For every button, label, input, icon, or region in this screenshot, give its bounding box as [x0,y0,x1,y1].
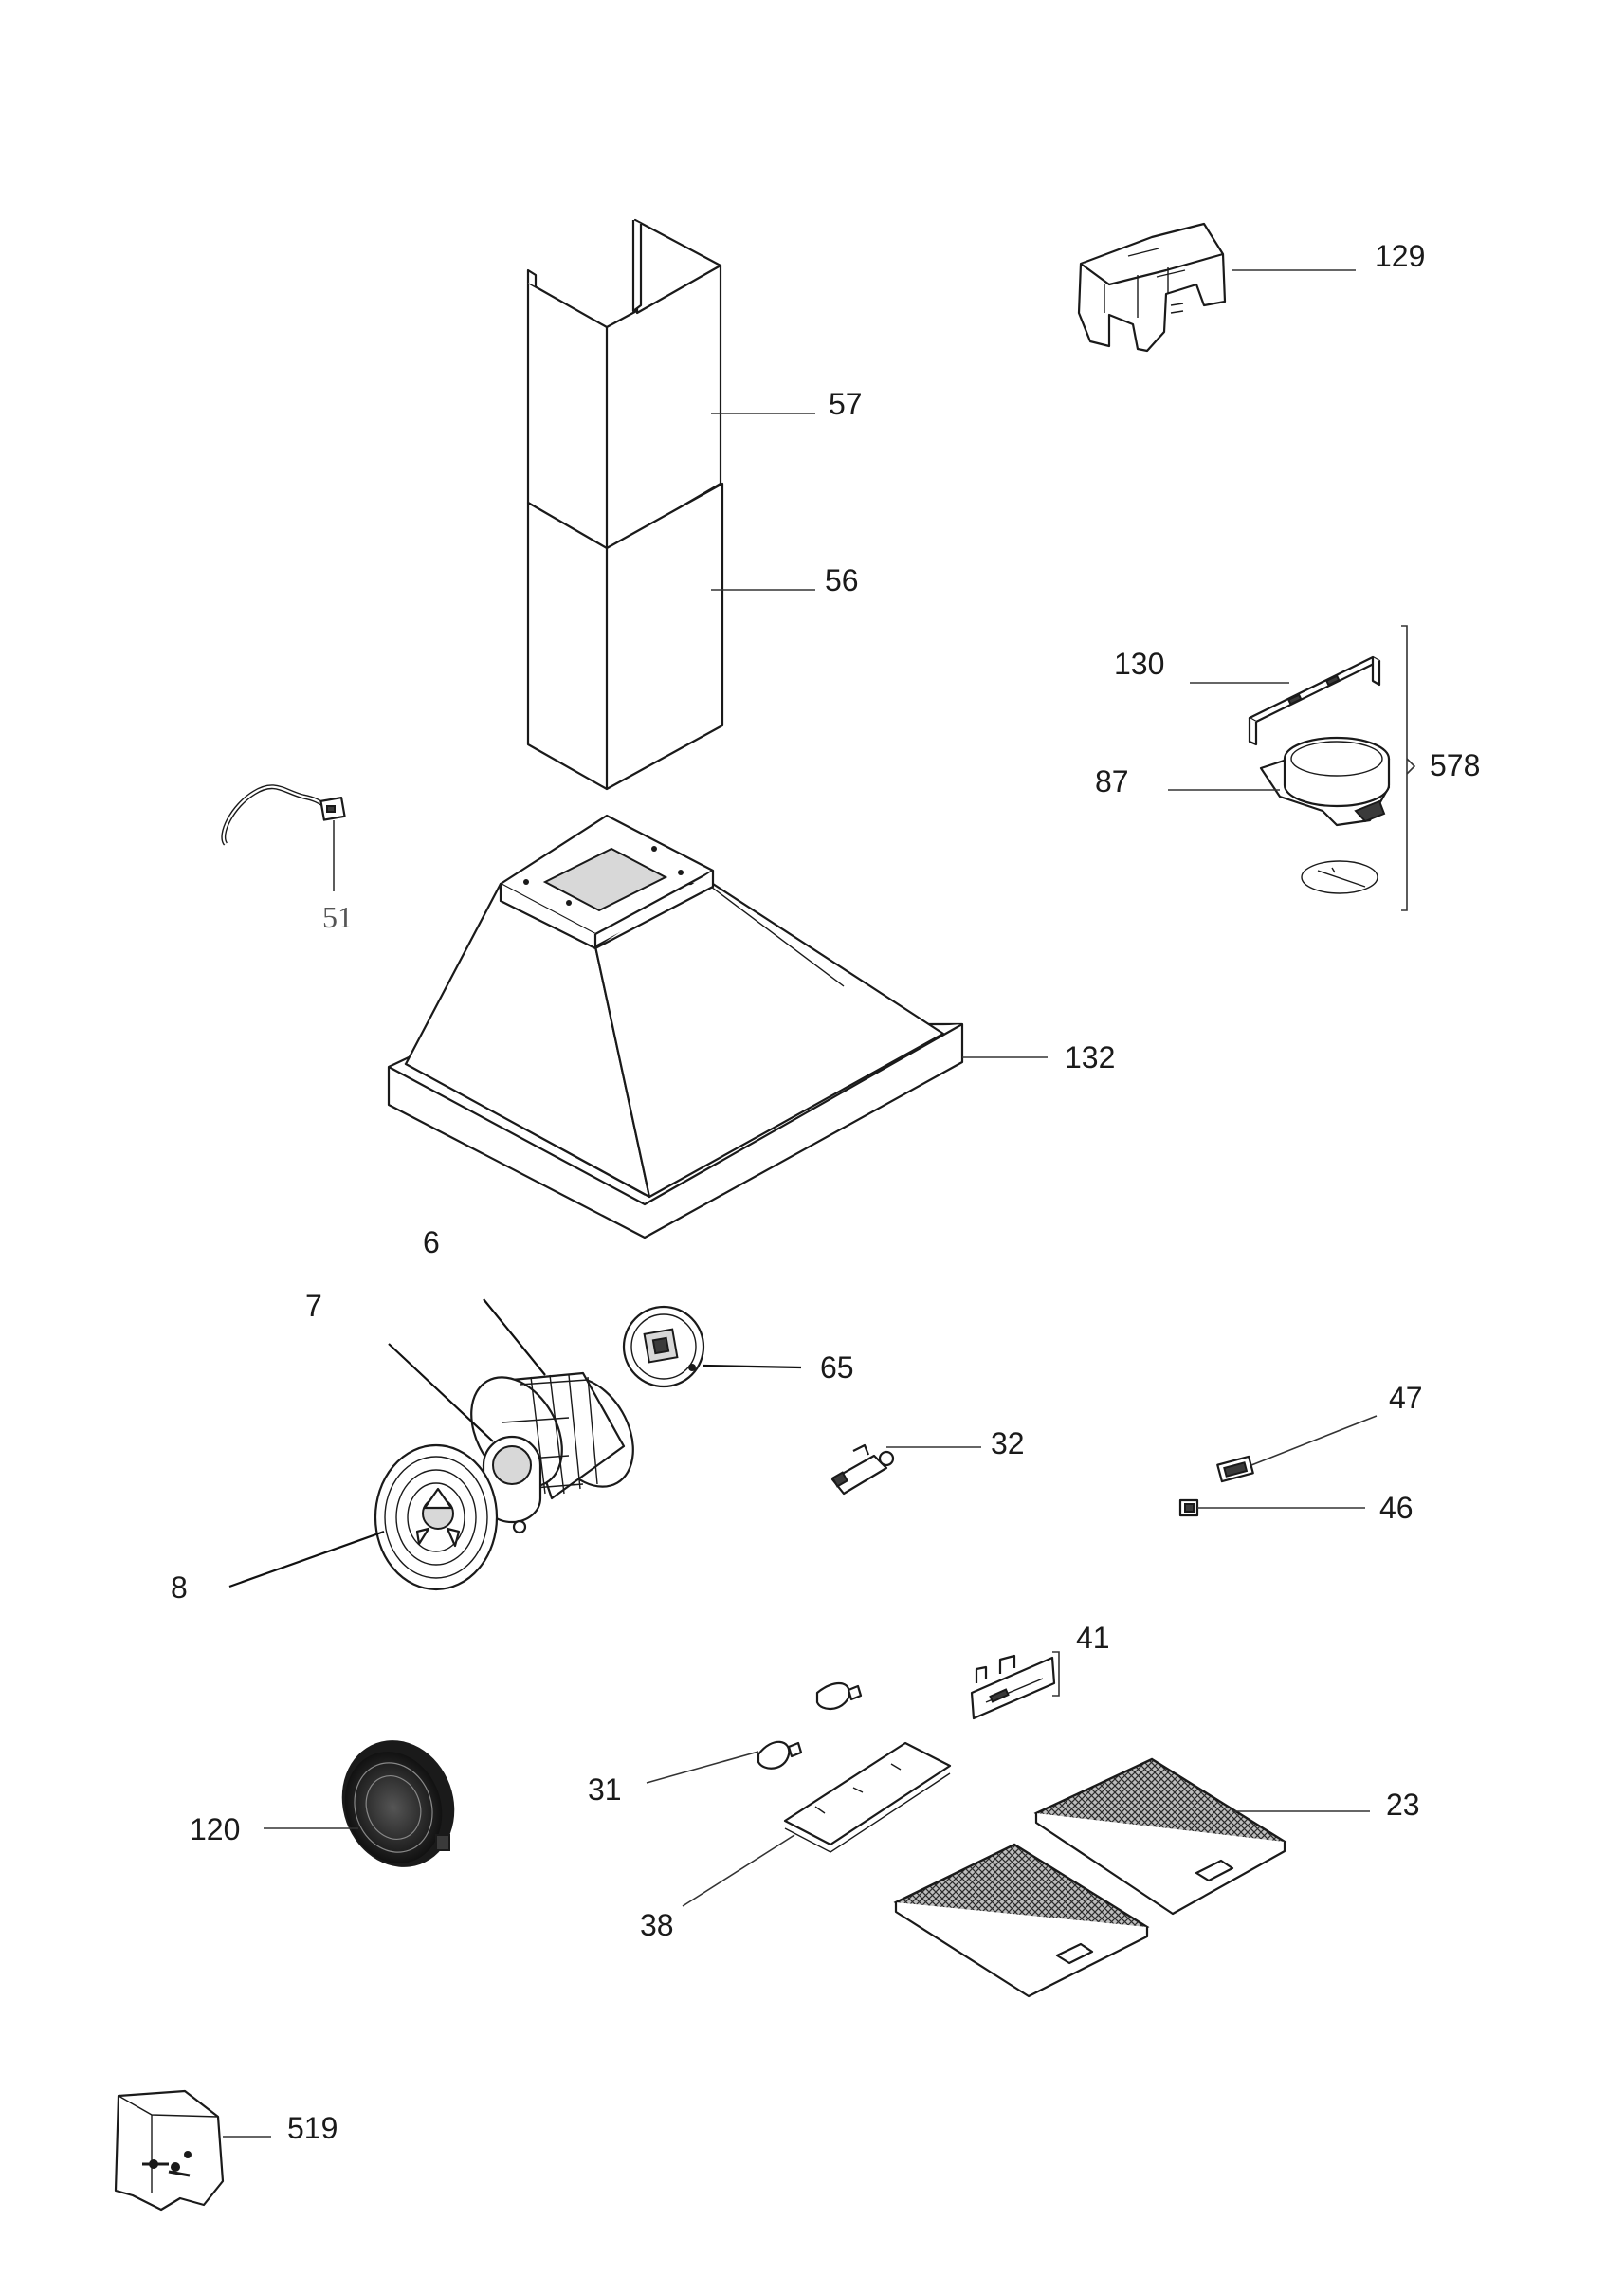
callout-56: 56 [825,563,859,597]
part-23-grease-filter-front [893,1843,1150,1998]
callout-120: 120 [190,1812,240,1846]
callout-31: 31 [588,1772,622,1807]
callout-65: 65 [820,1350,854,1385]
part-65-motor-plate [622,1305,705,1388]
part-87-flange-adapter [1259,736,1391,827]
part-7-motor [482,1435,542,1534]
part-57-upper-chimney [526,218,722,552]
part-130-support-bracket [1248,655,1381,746]
callout-6: 6 [423,1225,440,1259]
part-132-hood-body [387,814,964,1239]
part-578-valve-disc [1301,860,1378,894]
part-51-power-cable [221,784,346,846]
callout-129: 129 [1375,239,1425,273]
part-38-lamp-glass [783,1741,952,1853]
callout-519: 519 [287,2111,338,2145]
part-23-grease-filter-rear [1033,1757,1287,1916]
part-120-carbon-filter [341,1740,455,1867]
part-31-bulb-a [815,1682,863,1710]
part-578-bracket-brace [1401,625,1416,911]
part-46-switch [1178,1498,1199,1517]
callout-32: 32 [991,1426,1025,1460]
callout-47: 47 [1389,1381,1423,1415]
part-129-bracket [1077,222,1227,353]
part-6-fan-wheel [470,1371,634,1500]
callout-7: 7 [305,1289,322,1323]
callout-130: 130 [1114,647,1164,681]
callout-46: 46 [1379,1491,1414,1525]
callout-23: 23 [1386,1788,1420,1822]
part-519-screw-bag [114,2089,225,2212]
callout-132: 132 [1065,1040,1115,1074]
part-32-lamp-holder [830,1443,895,1496]
part-8-fan-cover [374,1443,499,1591]
part-41-control-board [970,1654,1056,1720]
part-31-bulb-b [757,1740,803,1770]
callout-87: 87 [1095,764,1129,798]
callout-38: 38 [640,1908,674,1942]
part-47-switch [1216,1455,1254,1483]
callout-41: 41 [1076,1621,1110,1655]
callout-57: 57 [829,387,863,421]
callout-51: 51 [322,900,353,934]
callout-8: 8 [171,1570,188,1605]
callout-578: 578 [1430,748,1480,782]
part-56-lower-chimney [526,482,724,791]
